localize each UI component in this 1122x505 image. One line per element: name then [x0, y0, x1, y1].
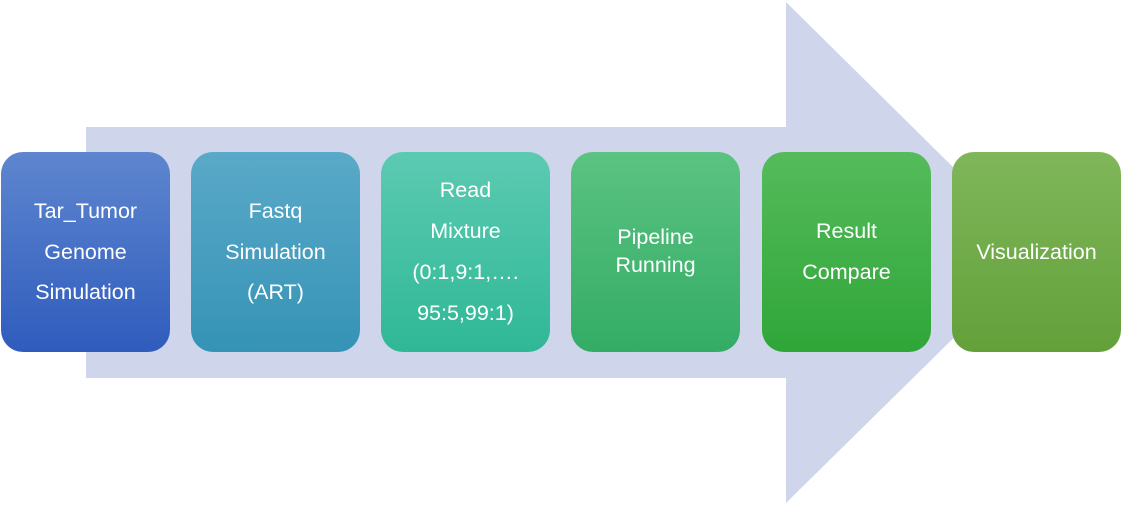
step-text: Tar_Tumor Genome Simulation	[34, 191, 137, 314]
step-text-line: Genome	[44, 239, 127, 264]
step-visualization: Visualization	[952, 152, 1121, 352]
step-text-line: Fastq	[248, 198, 303, 223]
step-text-line: Visualization	[976, 239, 1097, 264]
step-tar-tumor-genome-simulation: Tar_Tumor Genome Simulation	[1, 152, 170, 352]
step-text-line: Running	[615, 253, 696, 277]
step-fastq-simulation: Fastq Simulation (ART)	[191, 152, 360, 352]
step-text-line: Simulation	[225, 239, 326, 264]
step-text-line: 95:5,99:1)	[417, 300, 514, 325]
step-text: Result Compare	[802, 211, 890, 293]
step-pipeline-running: Pipeline Running	[571, 152, 740, 352]
step-text-line: (0:1,9:1,….	[412, 260, 519, 284]
step-text-line: Simulation	[35, 280, 136, 305]
step-text-line: Tar_Tumor	[33, 198, 138, 223]
step-text: Visualization	[976, 232, 1096, 273]
step-text: Read Mixture (0:1,9:1,…. 95:5,99:1)	[412, 170, 518, 333]
step-text-line: (ART)	[247, 280, 304, 305]
step-text: Pipeline Running	[615, 224, 695, 280]
step-text: Fastq Simulation (ART)	[225, 191, 325, 314]
step-text-line: Mixture	[430, 219, 501, 244]
step-text-line: Pipeline	[617, 225, 694, 250]
step-text-line: Read	[439, 178, 492, 203]
step-read-mixture: Read Mixture (0:1,9:1,…. 95:5,99:1)	[381, 152, 550, 352]
step-result-compare: Result Compare	[762, 152, 931, 352]
process-arrow-shape	[86, 2, 1040, 503]
step-text-line: Result	[816, 219, 877, 244]
step-text-line: Compare	[802, 260, 891, 284]
